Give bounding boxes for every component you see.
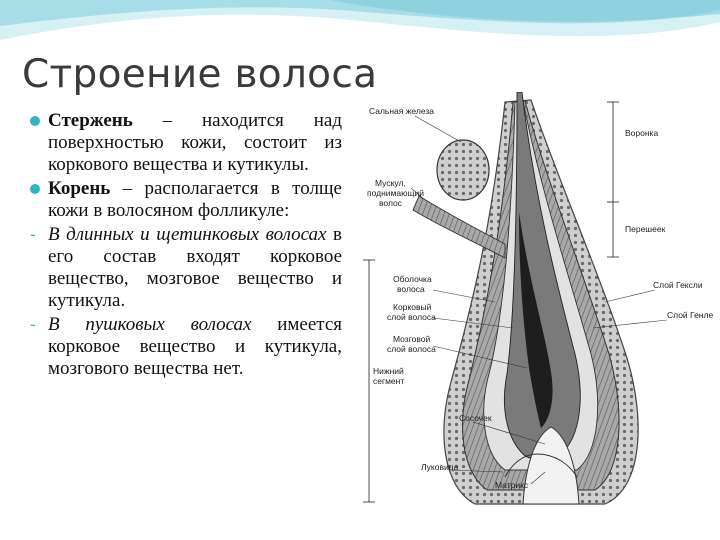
label-funnel: Воронка [625,128,658,138]
term-shaft: Стержень [48,110,133,131]
label-cortex-1: Корковый [393,302,432,312]
label-medulla-2: слой волоса [387,344,436,354]
label-muscle-3: волос [379,198,403,208]
bullet-list: Стержень – находится над поверхностью ко… [30,110,342,382]
bullet-root: Корень – располагается в толще кожи в во… [30,178,342,222]
header-wave-decoration [0,0,720,40]
label-papilla: Сосочек [459,413,492,423]
diagram-brackets [363,101,619,503]
label-muscle-1: Мускул, [375,178,406,188]
label-lower-2: сегмент [373,376,404,386]
label-isthmus: Перешеек [625,224,666,234]
label-huxley: Слой Генле [667,310,713,320]
hair-structure-diagram: Сальная железа Мускул, поднимающий волос… [363,92,713,505]
hair-medulla [519,212,553,428]
arrector-muscle [412,195,506,259]
bullet-shaft: Стержень – находится над поверхностью ко… [30,110,342,176]
label-bulb: Луковица [421,462,459,472]
label-muscle-2: поднимающий [367,188,424,198]
hair-bulb [504,453,578,478]
dermal-papilla [522,426,580,505]
bullet-vellus-hair: В пушковых волосах имеется корковое веще… [30,314,342,380]
text-shaft: – находится над поверхностью кожи, состо… [48,110,342,175]
label-sebaceous-gland: Сальная железа [369,106,434,116]
label-cortex-2: слой волоса [387,312,436,322]
slide-title: Строение волоса [22,52,378,97]
emph-long-hair: В длинных и щетинковых волосах [48,224,327,245]
text-root: – располагается в толще кожи в волосяном… [48,178,342,221]
label-sheath-2: волоса [397,284,425,294]
label-matrix: Матрикс [495,480,529,490]
sebaceous-gland [436,139,490,201]
text-vellus-hair: имеется корковое вещество и кутикула, мо… [48,314,343,379]
bullet-long-hair: В длинных и щетинковых волосах в его сос… [30,224,342,312]
text-long-hair: в его состав входят корковое вещество, м… [48,224,342,311]
term-root: Корень [48,178,111,199]
label-henle: Слой Гексли [653,280,703,290]
label-lower-1: Нижний [373,366,404,376]
label-medulla-1: Мозговой [393,334,430,344]
label-sheath-1: Оболочка [393,274,432,284]
diagram-leaders [410,115,668,485]
emph-vellus-hair: В пушковых волосах [48,314,252,335]
